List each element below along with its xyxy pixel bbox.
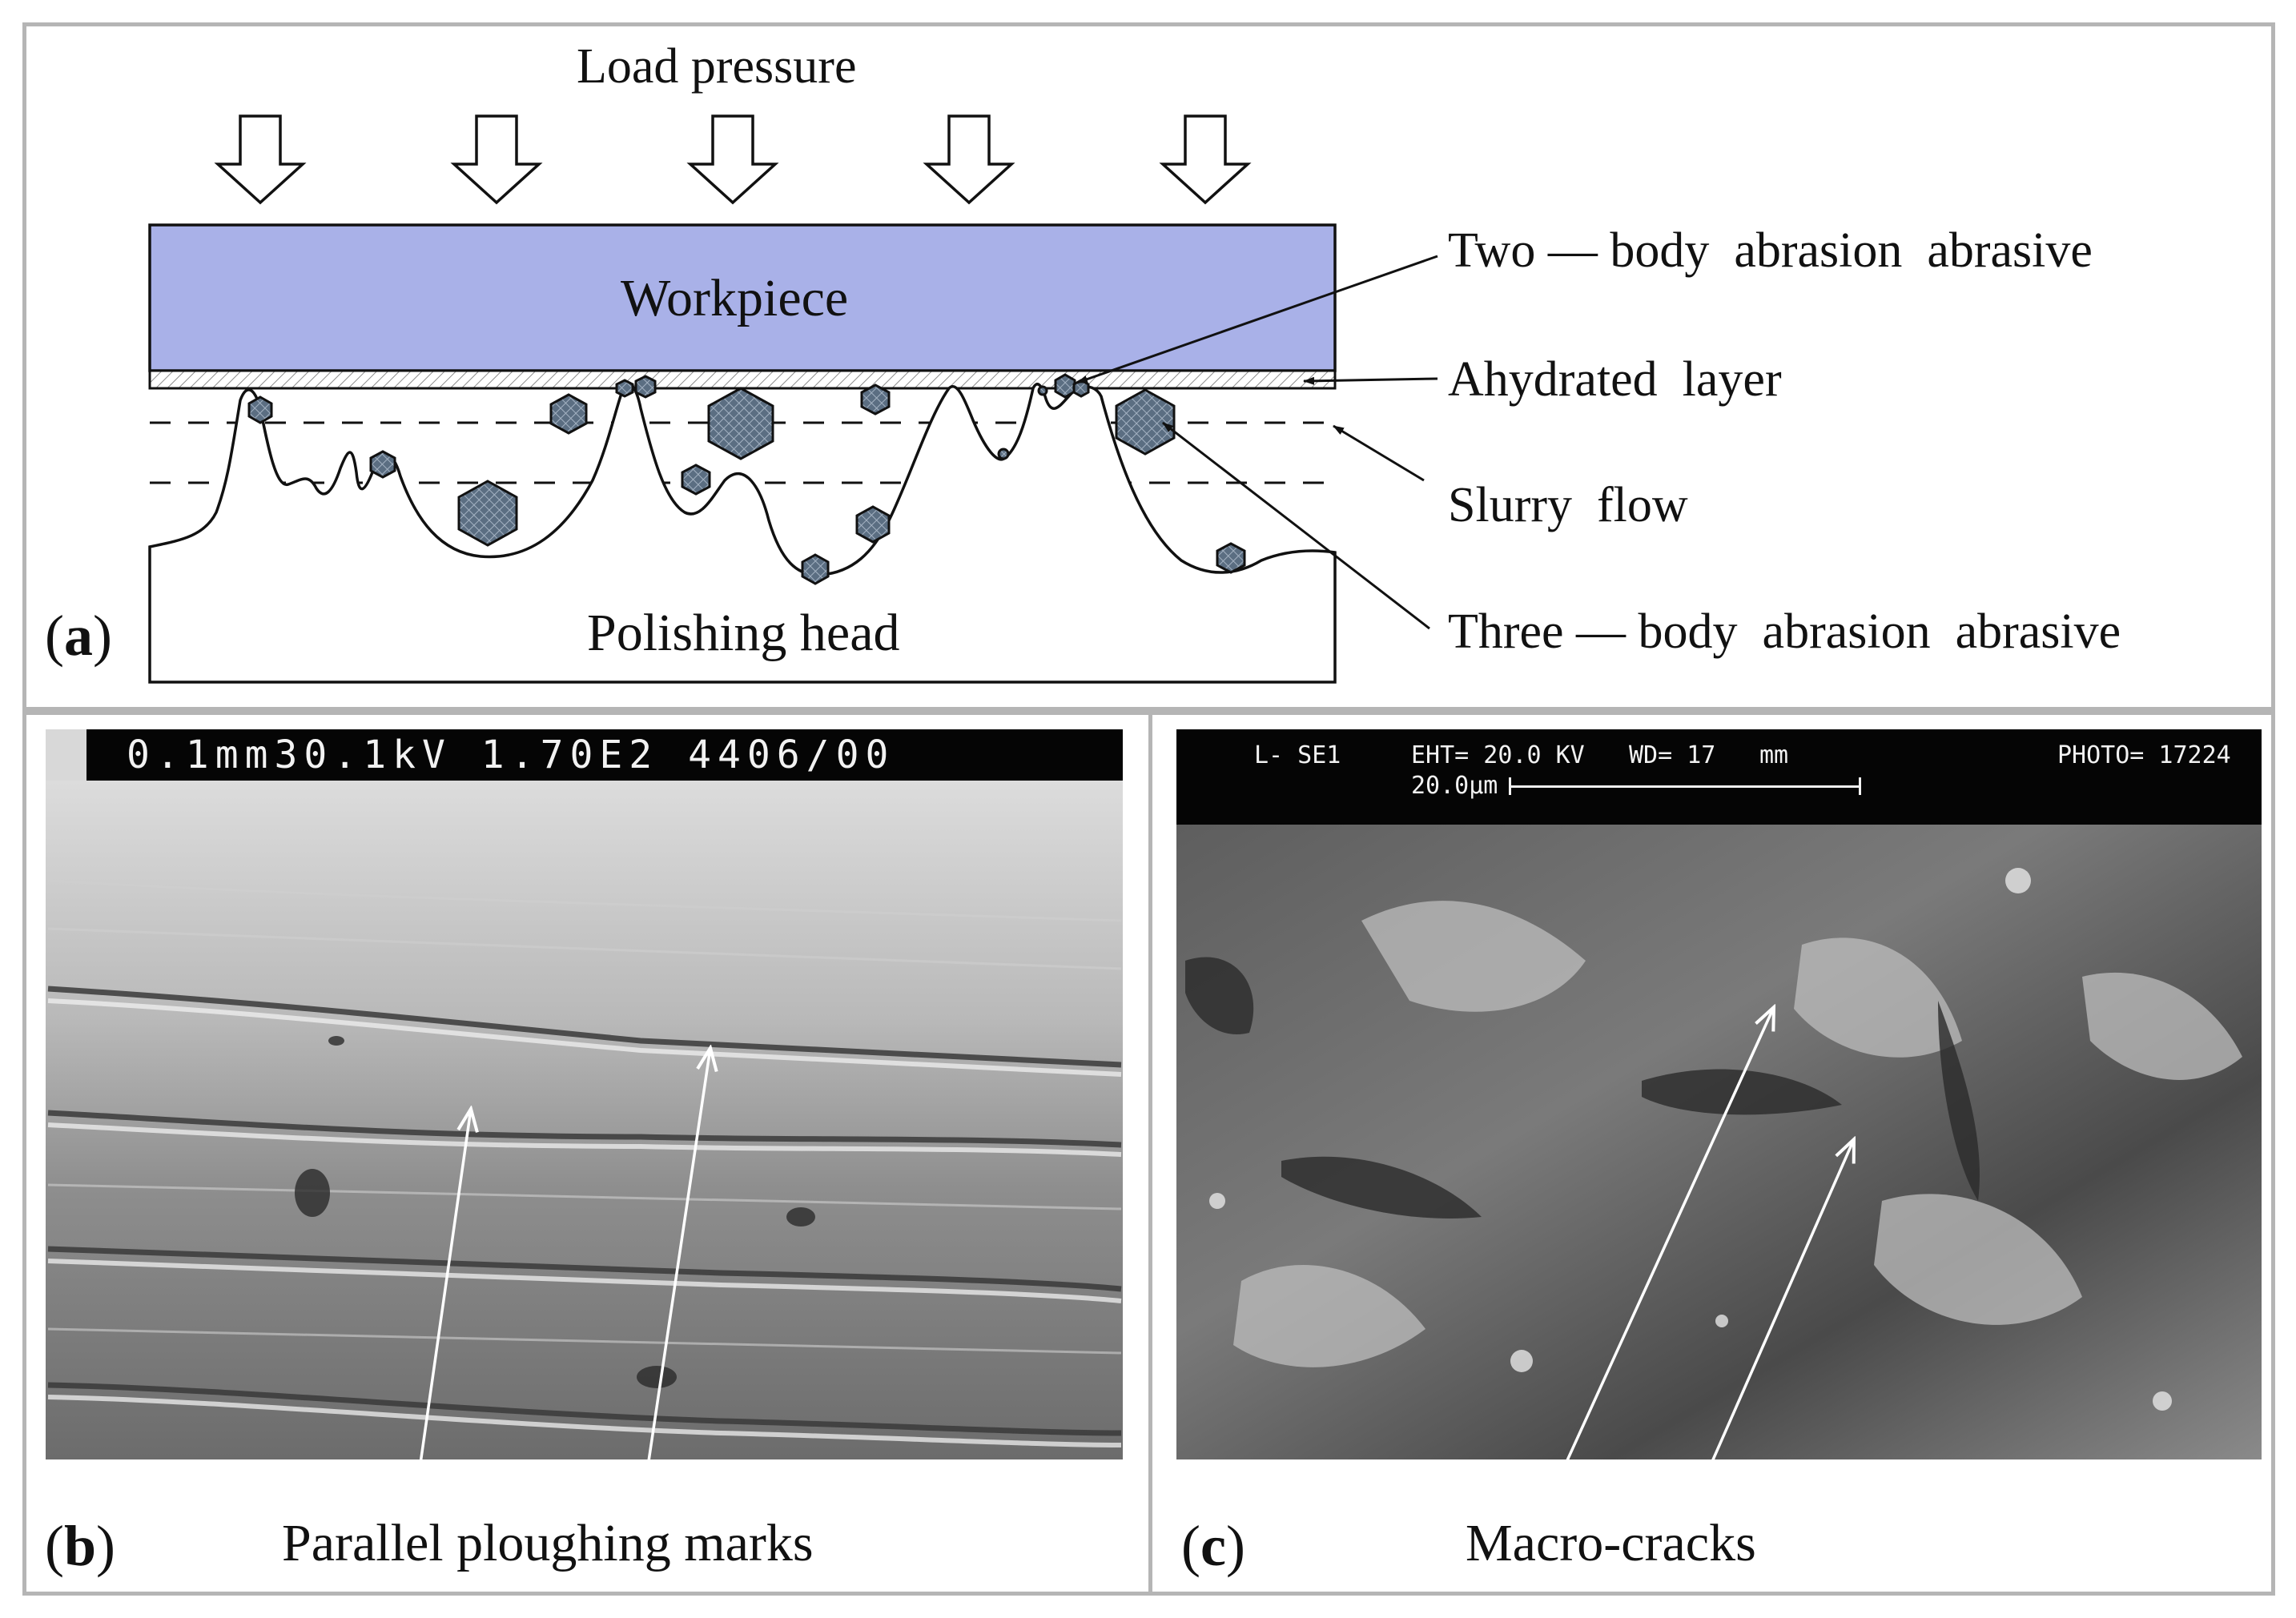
- abrasive-particle: [1072, 379, 1090, 398]
- abrasive-particle: [1115, 388, 1176, 456]
- down-arrow-icon: [686, 114, 779, 205]
- panel-a-label: (a): [45, 604, 112, 668]
- down-arrow-icon: [214, 114, 307, 205]
- abrasive-particle: [634, 375, 657, 399]
- abrasive-particle: [681, 464, 711, 496]
- panel-c-label: (c): [1181, 1514, 1245, 1578]
- abrasive-particle: [1054, 373, 1076, 399]
- sem-mode: L- SE1: [1254, 741, 1341, 769]
- scale-bar: [1509, 785, 1861, 788]
- load-arrows: [214, 114, 1252, 205]
- abrasive-particle: [860, 383, 891, 416]
- abrasive-particles: [247, 373, 1246, 585]
- hydrated-layer-label: Ahydrated layer: [1448, 352, 1782, 407]
- leader-lines: [1076, 255, 1438, 630]
- macro-crack-arrows: [1554, 1007, 1854, 1492]
- abrasive-particle: [855, 505, 891, 544]
- abrasive-particle: [369, 450, 396, 479]
- down-arrow-icon: [1159, 114, 1252, 205]
- abrasive-particle: [549, 393, 588, 435]
- abrasive-particle: [707, 387, 774, 460]
- sem-header-c: L- SE1 EHT= 20.0 KV WD= 17 mm PHOTO= 172…: [1176, 729, 2262, 825]
- abrasive-particle: [1216, 542, 1246, 574]
- ploughing-marks-caption: Parallel ploughing marks: [282, 1514, 814, 1572]
- sem-scale-label: 20.0μm: [1411, 772, 1498, 800]
- abrasive-particle: [997, 448, 1010, 460]
- abrasive-particle: [615, 379, 634, 398]
- workpiece-label: Workpiece: [621, 269, 849, 327]
- abrasive-particle: [247, 395, 273, 424]
- sem-wd: WD= 17: [1629, 741, 1716, 769]
- abrasive-particle: [457, 480, 518, 547]
- abrasive-particle: [1037, 385, 1048, 396]
- sem-image-b: [46, 781, 1123, 1459]
- load-pressure-label: Load pressure: [577, 39, 857, 94]
- macro-cracks-caption: Macro-cracks: [1466, 1514, 1756, 1572]
- sem-header-b-corner: [46, 729, 86, 781]
- panel-b-label: (b): [45, 1514, 116, 1578]
- sem-image-c: [1176, 825, 2262, 1459]
- two-body-abrasive-label: Two — body abrasion abrasive: [1448, 223, 2093, 278]
- workpiece-block: [148, 223, 1337, 372]
- abrasive-particle: [801, 553, 830, 585]
- sem-eht: EHT= 20.0 KV: [1411, 741, 1585, 769]
- sem-photo: PHOTO= 17224: [2057, 741, 2231, 769]
- three-body-abrasive-label: Three — body abrasion abrasive: [1448, 604, 2121, 659]
- polishing-head-label: Polishing head: [587, 604, 900, 662]
- sem-unit: mm: [1759, 741, 1789, 769]
- polishing-head-surface: [148, 381, 1337, 684]
- slurry-flow-label: Slurry flow: [1448, 478, 1688, 532]
- sem-header-b: 0.1mm30.1kV 1.70E2 4406/00: [86, 729, 1123, 781]
- ploughing-mark-arrows: [415, 1048, 710, 1492]
- down-arrow-icon: [450, 114, 543, 205]
- down-arrow-icon: [923, 114, 1015, 205]
- hydrated-layer-strip: [148, 369, 1337, 390]
